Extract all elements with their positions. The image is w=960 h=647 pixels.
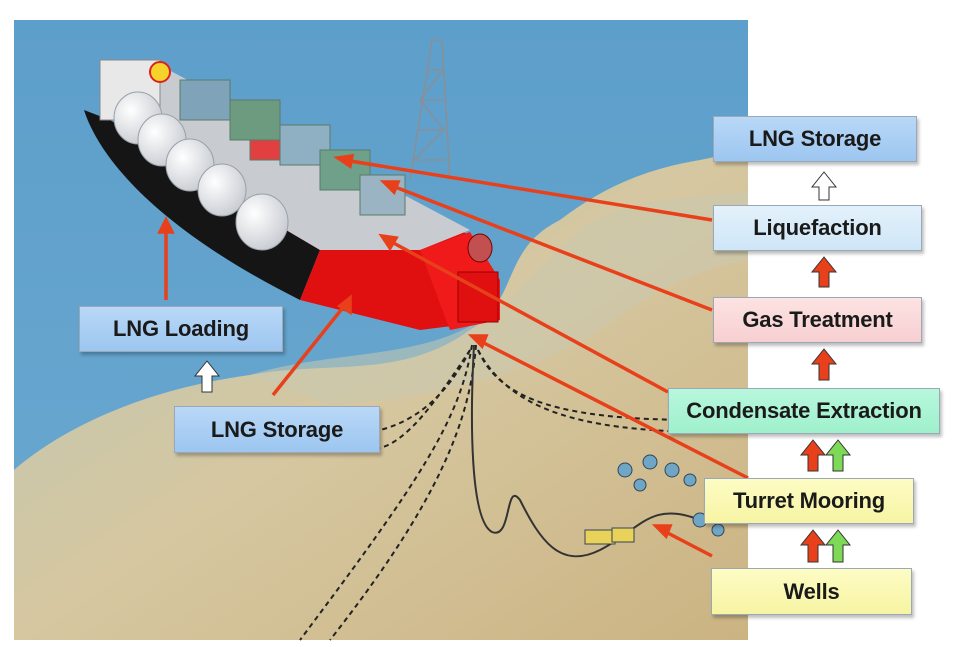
arrow-wells-to-turret-red — [799, 529, 827, 563]
box-liquefaction: Liquefaction — [713, 205, 922, 251]
arrow-condensate-to-gas — [810, 348, 838, 381]
box-lng-storage-left: LNG Storage — [174, 406, 380, 453]
turret-top — [467, 233, 493, 263]
pointer-lines — [157, 153, 749, 558]
arrow-turret-to-condensate-green — [824, 439, 852, 472]
process-modules — [179, 79, 406, 216]
derrick — [409, 39, 451, 181]
arrow-wells-to-turret-green — [824, 529, 852, 563]
arrow-gas-to-liquefaction — [810, 256, 838, 288]
lng-tanks — [113, 91, 289, 251]
box-lng-storage-top: LNG Storage — [713, 116, 917, 162]
box-lng-loading: LNG Loading — [79, 306, 283, 352]
arrow-liquefaction-to-storage — [810, 171, 838, 201]
box-condensate-extraction: Condensate Extraction — [668, 388, 940, 434]
box-gas-treatment: Gas Treatment — [713, 297, 922, 343]
seabed-shallow — [250, 190, 748, 405]
flow-arrows — [193, 171, 852, 563]
shell-logo — [149, 61, 171, 83]
box-wells: Wells — [711, 568, 912, 615]
arrow-storage-to-loading — [193, 360, 221, 393]
arrow-turret-to-condensate-red — [799, 439, 827, 472]
subsea-wells — [584, 454, 725, 545]
box-turret-mooring: Turret Mooring — [704, 478, 914, 524]
